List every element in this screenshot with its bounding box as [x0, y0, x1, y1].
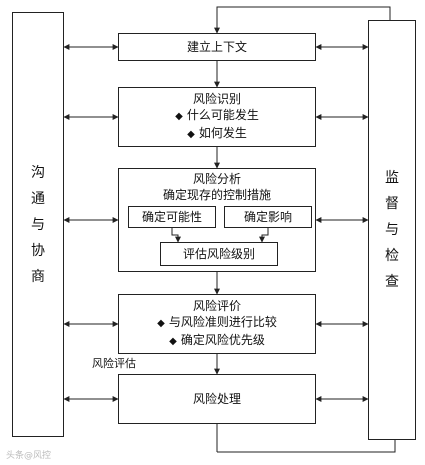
diamond-bullet-icon: ◆ — [175, 111, 183, 122]
right-panel-char: 监 — [385, 170, 399, 186]
left-panel-char: 与 — [31, 216, 45, 233]
determine-likelihood-label: 确定可能性 — [141, 210, 202, 224]
right-panel-char: 督 — [385, 196, 399, 212]
watermark: 头条@风控 — [6, 451, 52, 461]
risk-identification-title: 风险识别 — [192, 92, 241, 106]
risk-evaluation-bullet: ◆与风险准则进行比较 — [157, 315, 277, 329]
risk-identification-bullet: ◆如何发生 — [187, 126, 247, 140]
feedback-top-loop — [214, 6, 391, 34]
diamond-bullet-icon: ◆ — [157, 318, 165, 329]
risk-identification-bullet: ◆什么可能发生 — [175, 108, 259, 122]
monitoring-review-panel: 监 督 与 检 查 — [368, 20, 416, 440]
risk-evaluation-bullet: ◆确定风险优先级 — [169, 333, 265, 347]
left-panel-char: 协 — [31, 242, 45, 259]
evaluate-risk-level-box: 评估风险级别 — [160, 242, 278, 266]
risk-treatment-box: 风险处理 — [118, 374, 316, 424]
communication-consultation-panel: 沟 通 与 协 商 — [12, 12, 64, 437]
right-panel-char: 检 — [385, 248, 399, 264]
determine-impact-box: 确定影响 — [224, 206, 312, 228]
risk-analysis-subtitle: 确定现存的控制措施 — [162, 188, 271, 202]
risk-evaluation-box: 风险评价 ◆与风险准则进行比较 ◆确定风险优先级 — [118, 294, 316, 354]
evaluate-risk-level-label: 评估风险级别 — [182, 247, 255, 261]
risk-evaluation-title: 风险评价 — [192, 299, 241, 313]
establish-context-label: 建立上下文 — [186, 40, 247, 54]
determine-likelihood-box: 确定可能性 — [128, 206, 216, 228]
feedback-loop-line — [217, 440, 396, 453]
diamond-bullet-icon: ◆ — [169, 336, 177, 347]
determine-impact-label: 确定影响 — [243, 210, 292, 224]
left-panel-char: 沟 — [31, 164, 45, 181]
right-panel-char: 查 — [385, 274, 399, 290]
right-panel-char: 与 — [385, 222, 399, 238]
establish-context-box: 建立上下文 — [118, 33, 316, 61]
diamond-bullet-icon: ◆ — [187, 129, 195, 140]
risk-assessment-label: 风险评估 — [92, 357, 136, 370]
risk-identification-box: 风险识别 ◆什么可能发生 ◆如何发生 — [118, 87, 316, 147]
left-panel-char: 通 — [31, 190, 45, 207]
risk-analysis-title: 风险分析 — [192, 172, 241, 186]
risk-treatment-label: 风险处理 — [192, 392, 241, 406]
left-panel-char: 商 — [31, 268, 45, 285]
